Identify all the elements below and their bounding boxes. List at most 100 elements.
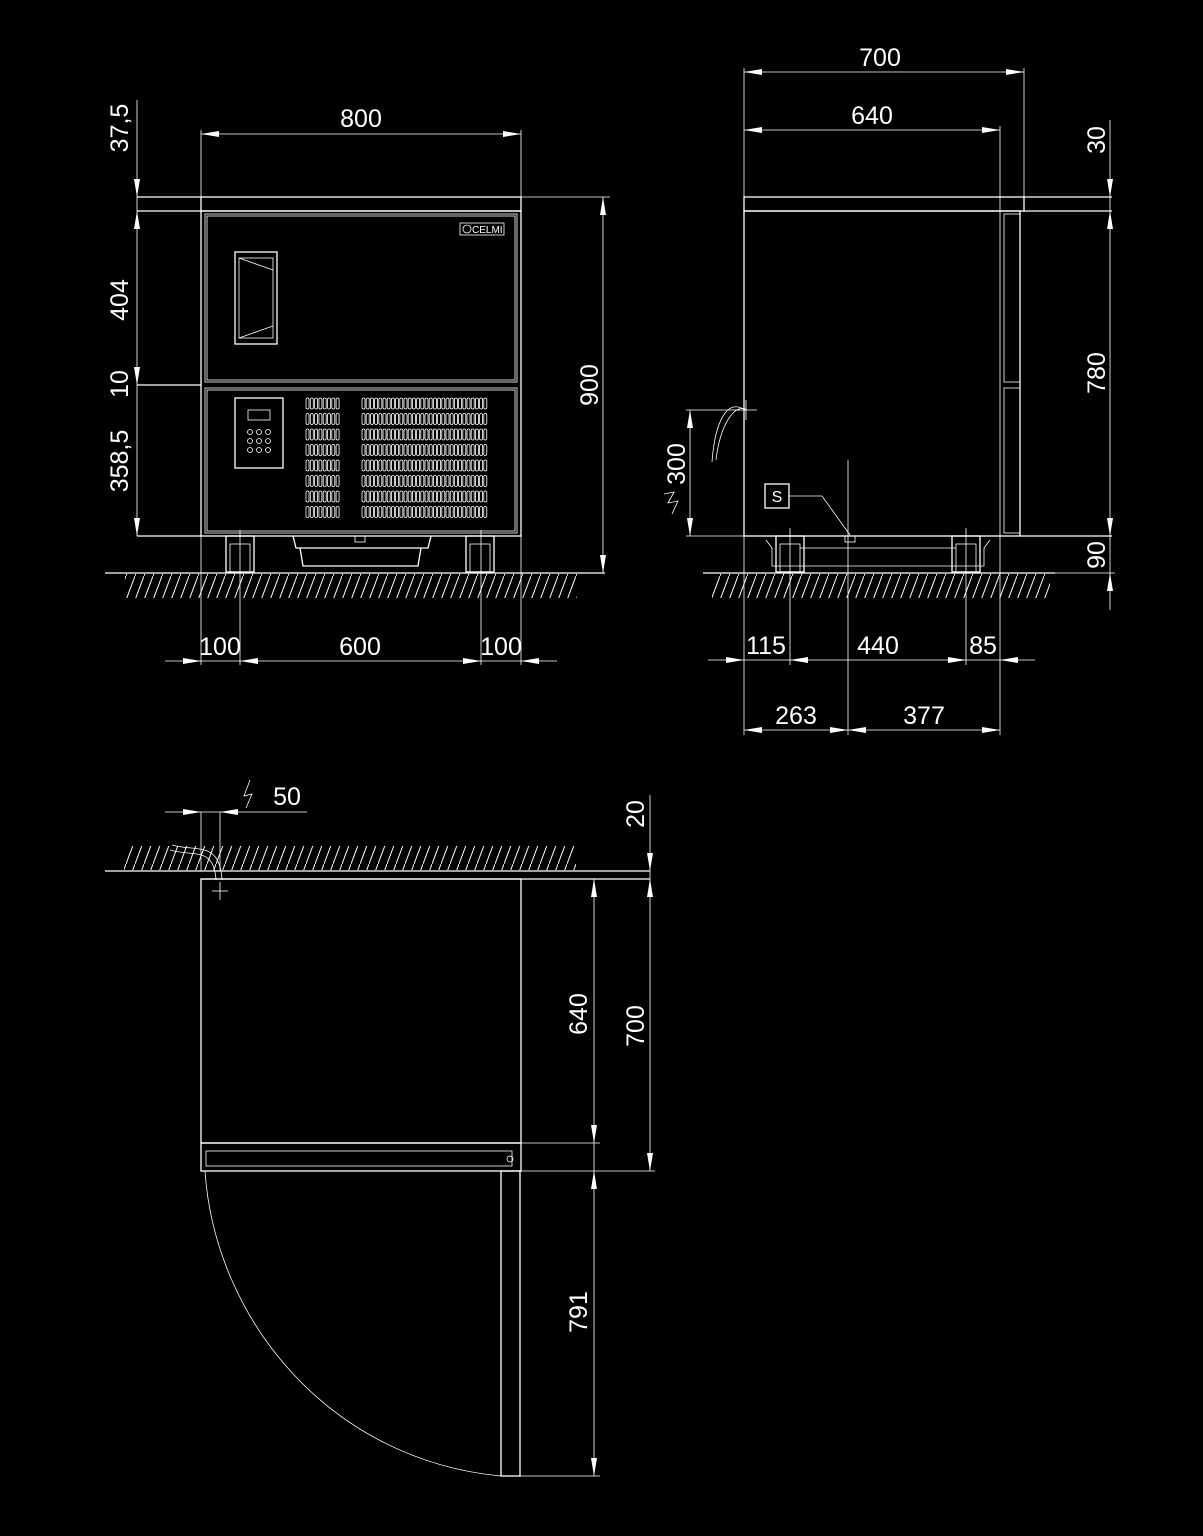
vent-slot [365,475,370,487]
dim-base-center: 600 [339,633,381,661]
dim-base-left: 100 [199,633,241,661]
vent-slot [395,490,400,503]
vent-slot [309,490,314,503]
vent-slot [428,459,433,472]
vent-slot [407,428,412,441]
vent-slot [335,413,340,425]
vent-slot [314,397,319,410]
vent-slot [309,413,314,425]
vent-slot [411,413,416,425]
vent-slot [331,397,336,410]
vent-slot [335,475,340,487]
vent-slot [428,475,433,487]
vent-slot [470,459,475,472]
brand-logo: CELMI [459,222,505,236]
vent-slot [445,490,450,503]
vent-slot [322,397,327,410]
vent-slot [395,428,400,441]
dim-upper-door: 404 [106,279,134,321]
vent-slot [305,506,310,518]
vent-slot [466,475,471,487]
vent-slot [420,444,425,456]
vent-slot [470,506,475,518]
vent-slot [374,397,379,410]
vent-slot [432,490,437,503]
vent-slot [365,413,370,425]
vent-slot [361,506,366,518]
vent-slot [386,428,391,441]
vent-slot [407,459,412,472]
vent-slot [479,413,484,425]
vent-slot [390,413,395,425]
vent-slot [395,413,400,425]
vent-slot [428,413,433,425]
side-top-plate [743,196,1025,212]
dim-side-legs: 90 [1083,541,1111,569]
keypad-button [265,429,271,435]
vent-slot [390,459,395,472]
vent-slot [458,475,463,487]
dim-side-base-a: 115 [746,632,786,660]
vent-slot [407,506,412,518]
vent-slot [424,444,429,456]
vent-slot [390,428,395,441]
vent-slot [470,428,475,441]
top-dimensions: 50 20 700 640 791 [165,779,655,1477]
vent-slot [327,428,331,441]
vent-slot [420,428,425,441]
vent-slot [314,444,319,456]
vent-slot [382,397,387,410]
vent-slot [365,444,370,456]
vent-slot [437,459,442,472]
vent-slot [420,490,425,503]
vent-slot [327,506,331,518]
vent-slot [399,459,404,472]
dim-side-base-d: 263 [775,702,817,730]
vent-slot [322,444,327,456]
vent-slot [411,444,416,456]
keypad-button [265,447,271,453]
vent-slot [407,397,412,410]
vent-slot [424,490,429,503]
vent-slot [399,506,404,518]
vent-slot [449,444,454,456]
vent-slot [361,459,366,472]
vent-slot [437,475,442,487]
vent-slot [331,506,336,518]
vent-slot [445,506,450,518]
vent-slot [432,413,437,425]
vent-slot [479,459,484,472]
vent-slot [479,506,484,518]
vent-slot [403,428,408,441]
dim-total-height: 900 [576,364,604,406]
vent-slot [378,444,383,456]
vent-slot [432,397,437,410]
vent-slot [432,428,437,441]
front-view: CELMI 800 [105,100,610,665]
vent-slot [466,397,471,410]
vent-slot [441,475,446,487]
dim-door-swing: 791 [565,1291,593,1333]
door-swing [204,1170,521,1477]
vent-slot [386,397,391,410]
vent-slot [361,475,366,487]
vent-slot [374,475,379,487]
vent-slot [365,490,370,503]
vent-slot [462,397,467,410]
door-handle [234,251,278,345]
front-body [200,210,522,537]
vent-slot [369,459,374,472]
vent-slot [322,428,327,441]
vent-slot [483,475,488,487]
vent-slot [378,397,383,410]
vent-slot [331,459,336,472]
vent-slot [474,506,479,518]
vent-slot [453,444,458,456]
vent-slot [411,459,416,472]
sensor-label: S [772,489,783,506]
vent-slot [382,490,387,503]
vent-slot [331,475,336,487]
vent-slot [453,506,458,518]
vent-slot [327,459,331,472]
vent-slot [483,397,488,410]
